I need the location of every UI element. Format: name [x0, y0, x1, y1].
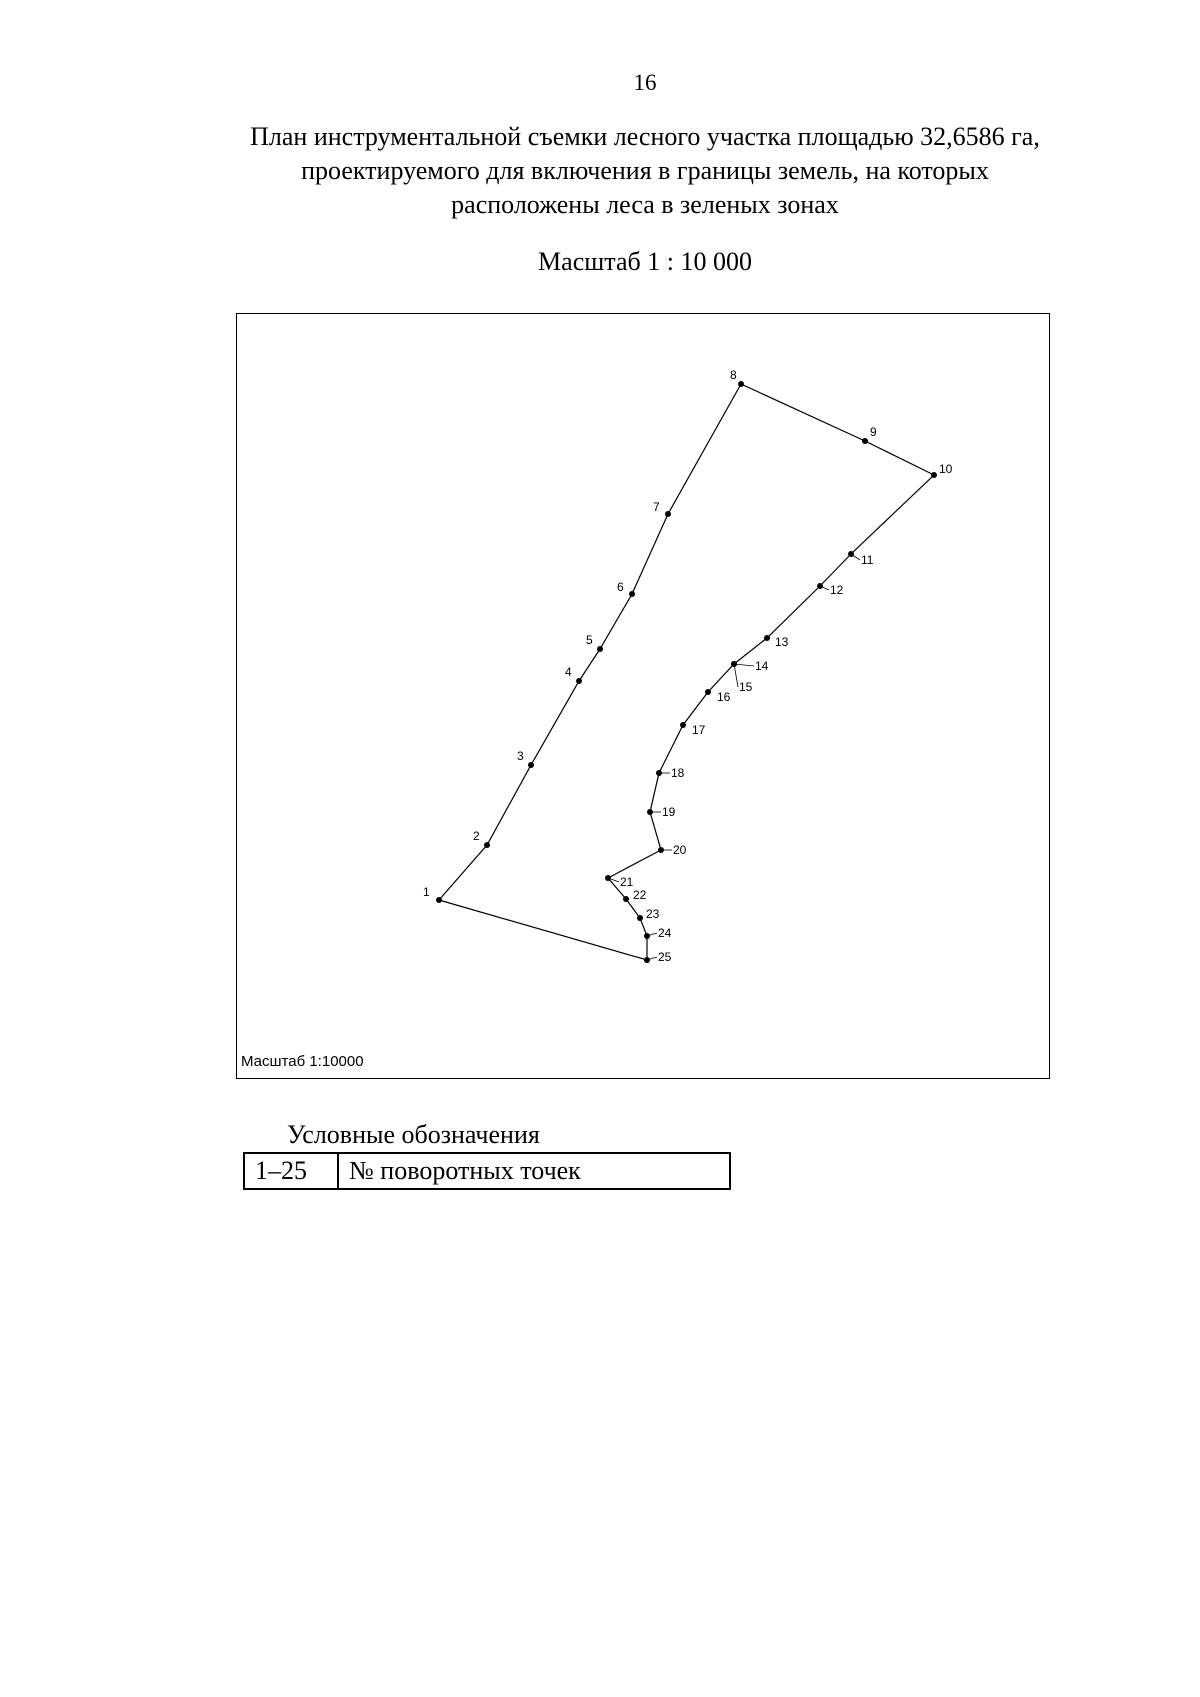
turning-point: [848, 551, 854, 557]
turning-point: [528, 762, 534, 768]
turning-point: [623, 896, 629, 902]
turning-point: [629, 591, 635, 597]
page-number: 16: [633, 70, 657, 95]
turning-point: [862, 438, 868, 444]
label-leader: [733, 663, 739, 688]
turning-point-label: 8: [730, 368, 737, 382]
turning-point: [644, 933, 650, 939]
turning-point-label: 12: [830, 583, 844, 597]
legend-table: 1–25 № поворотных точек: [243, 1152, 731, 1190]
document-title: План инструментальной съемки лесного уча…: [195, 120, 1095, 222]
turning-point: [738, 381, 744, 387]
turning-point-label: 22: [633, 888, 647, 902]
turning-point-label: 4: [565, 665, 572, 679]
turning-point-label: 21: [620, 875, 634, 889]
turning-point-label: 6: [617, 580, 624, 594]
legend-key: 1–25: [243, 1152, 339, 1190]
turning-point: [647, 809, 653, 815]
legend-description: № поворотных точек: [337, 1152, 731, 1190]
turning-point-label: 10: [939, 462, 953, 476]
label-leader: [733, 663, 755, 667]
turning-point: [597, 646, 603, 652]
turning-point-label: 9: [870, 425, 877, 439]
turning-point-label: 7: [653, 500, 660, 514]
turning-point-label: 3: [517, 749, 524, 763]
legend-title: Условные обозначения: [287, 1120, 540, 1149]
turning-point-label: 14: [755, 659, 769, 673]
turning-point: [576, 678, 582, 684]
turning-point-label: 5: [586, 633, 593, 647]
turning-point-label: 18: [671, 766, 685, 780]
title-line-1: План инструментальной съемки лесного уча…: [250, 122, 1040, 151]
turning-point-label: 11: [861, 553, 874, 567]
scale-heading: Масштаб 1 : 10 000: [538, 247, 752, 276]
turning-point: [637, 915, 643, 921]
turning-point-label: 19: [662, 805, 676, 819]
title-line-3: расположены леса в зеленых зонах: [451, 190, 839, 219]
title-line-2: проектируемого для включения в границы з…: [301, 156, 989, 185]
turning-point: [658, 847, 664, 853]
boundary-line: [437, 383, 936, 961]
map-scale-caption: Масштаб 1:10000: [241, 1053, 364, 1070]
turning-point: [436, 897, 442, 903]
turning-point: [764, 635, 770, 641]
turning-point-label: 15: [739, 680, 753, 694]
turning-point-label: 25: [658, 950, 672, 964]
turning-point: [680, 722, 686, 728]
turning-point-label: 13: [775, 635, 789, 649]
turning-point: [484, 842, 490, 848]
survey-map-drawing: 1234567891011121314151617181920212223242…: [423, 368, 953, 964]
turning-point: [931, 472, 937, 478]
turning-point: [817, 583, 823, 589]
turning-point: [731, 661, 737, 667]
turning-point-label: 1: [423, 885, 430, 899]
turning-point-label: 2: [473, 829, 480, 843]
turning-point-label: 17: [692, 723, 706, 737]
turning-point: [605, 875, 611, 881]
turning-point-label: 20: [673, 843, 687, 857]
turning-point: [656, 770, 662, 776]
turning-point: [705, 689, 711, 695]
legend-row: 1–25 № поворотных точек: [243, 1152, 731, 1190]
turning-point: [644, 957, 650, 963]
turning-point-label: 16: [717, 690, 731, 704]
turning-point-label: 23: [646, 907, 660, 921]
turning-point: [665, 511, 671, 517]
turning-point-label: 24: [658, 926, 672, 940]
